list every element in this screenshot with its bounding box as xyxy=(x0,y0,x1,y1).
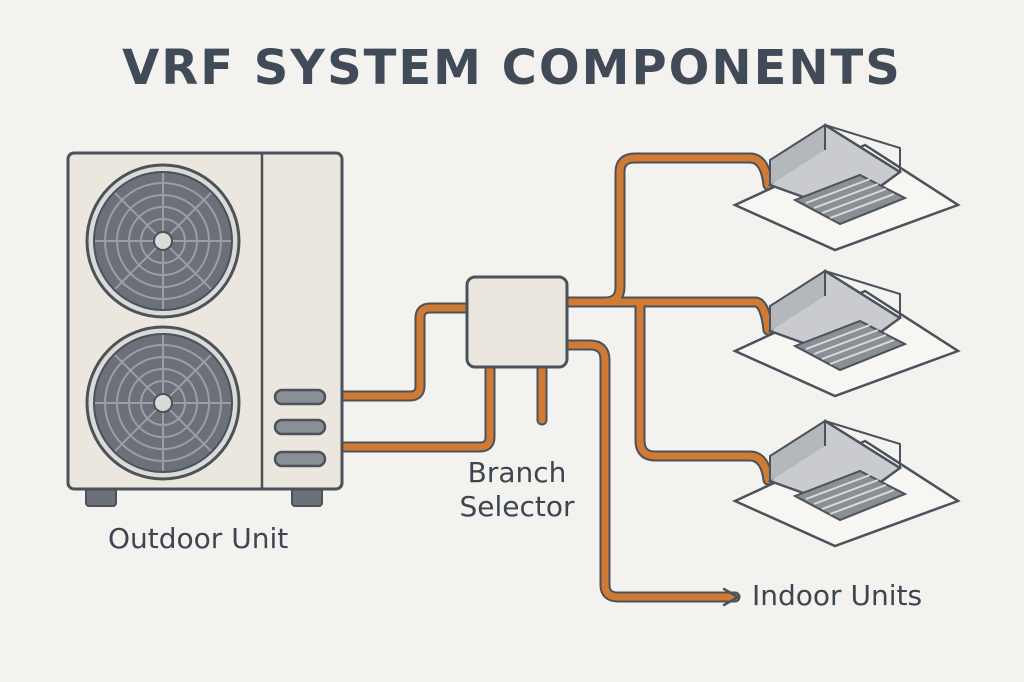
vent-slot xyxy=(273,450,327,468)
outdoor-unit-foot xyxy=(85,487,117,507)
indoor-unit xyxy=(731,123,961,252)
branch-selector-box xyxy=(465,275,569,369)
refrigerant-piping xyxy=(334,152,774,607)
vent-slot xyxy=(273,388,327,406)
vent-slot xyxy=(273,418,327,436)
indoor-unit xyxy=(731,419,961,548)
fan-icon xyxy=(85,325,241,481)
branch-selector-label-line1: Branch xyxy=(467,456,567,489)
branch-selector-label-line2: Selector xyxy=(459,490,575,523)
outdoor-unit-label: Outdoor Unit xyxy=(108,522,289,555)
branch-selector-label: Branch Selector xyxy=(452,456,582,524)
diagram-title: VRF SYSTEM COMPONENTS xyxy=(122,40,902,96)
indoor-unit xyxy=(731,269,961,398)
outdoor-unit-foot xyxy=(291,487,323,507)
pipe-end-arrow xyxy=(722,587,740,607)
outdoor-unit xyxy=(66,151,344,507)
indoor-units-label: Indoor Units xyxy=(752,579,923,612)
fan-icon xyxy=(85,163,241,319)
